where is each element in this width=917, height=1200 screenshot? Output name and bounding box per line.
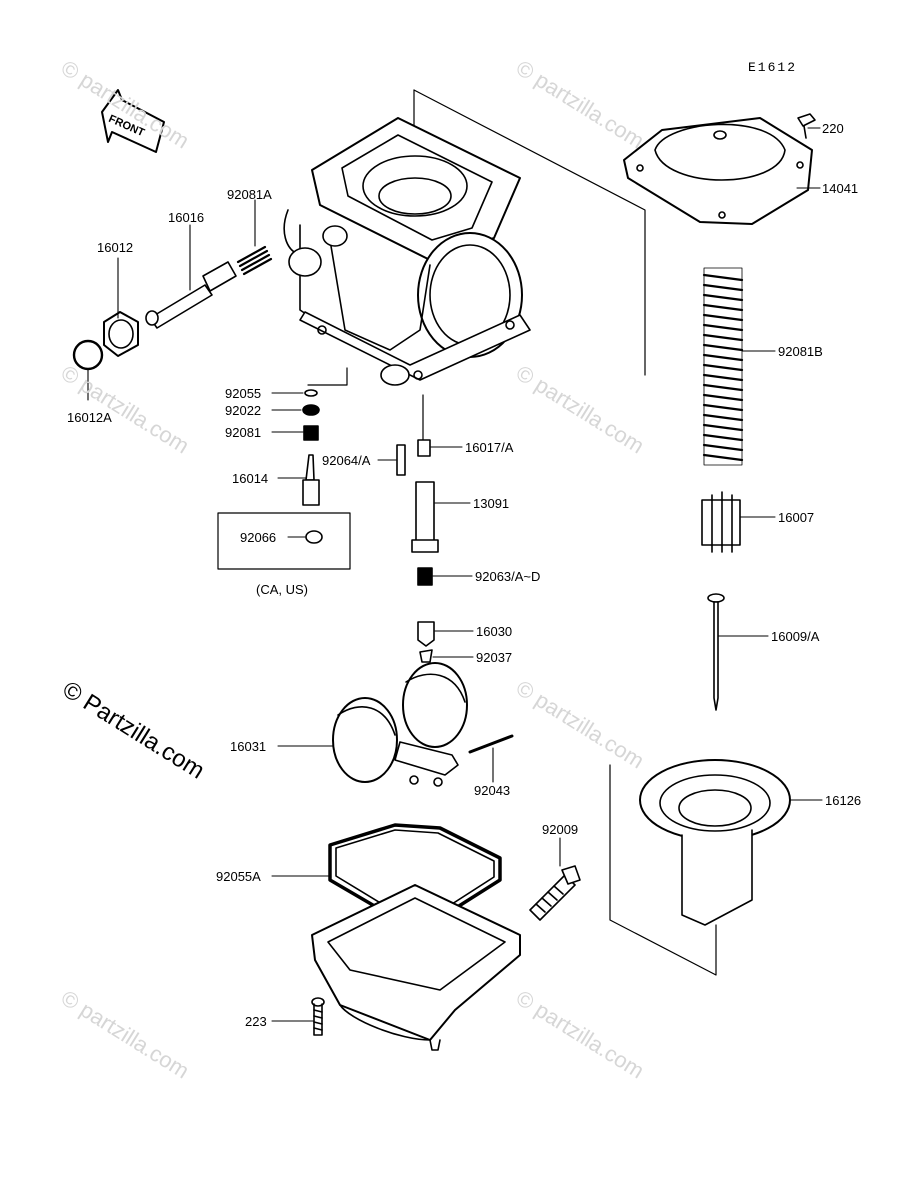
needle-jet-part	[396, 439, 439, 663]
part-label-92064a: 92064/A	[322, 453, 371, 468]
gasket-part	[328, 823, 502, 920]
spring-part	[702, 267, 744, 466]
part-label-16030: 16030	[476, 624, 513, 639]
part-label-16012a: 16012A	[67, 410, 112, 425]
small-spring-part	[236, 245, 273, 276]
part-label-16017a: 16017/A	[465, 440, 514, 455]
part-label-92037: 92037	[476, 650, 513, 665]
jet-needle-part	[707, 593, 725, 711]
part-label-16031: 16031	[230, 739, 267, 754]
part-label-13091: 13091	[473, 496, 510, 511]
part-label-14041: 14041	[822, 181, 859, 196]
figure-id: E1612	[748, 60, 798, 75]
screw-220-part	[797, 113, 816, 139]
part-label-16007: 16007	[778, 510, 815, 525]
part-label-92081: 92081	[225, 425, 262, 440]
part-label-16012: 16012	[97, 240, 134, 255]
leader-lines	[87, 127, 823, 1022]
screw-223-part	[311, 997, 325, 1036]
part-label-92043: 92043	[474, 783, 511, 798]
region-note: (CA, US)	[256, 582, 308, 597]
pilot-screw-part	[145, 261, 237, 329]
part-label-16016: 16016	[168, 210, 205, 225]
part-label-92022: 92022	[225, 403, 262, 418]
washer-part	[302, 389, 323, 544]
part-label-92009: 92009	[542, 822, 579, 837]
drain-screw-part	[529, 865, 581, 921]
part-label-16009a: 16009/A	[771, 629, 820, 644]
region-note-box	[217, 512, 351, 570]
part-label-92081b: 92081B	[778, 344, 823, 359]
cap-part	[72, 311, 139, 371]
float-pin-part	[468, 734, 514, 754]
needle-holder-part	[701, 491, 741, 553]
part-label-92055a: 92055A	[216, 869, 261, 884]
diaphragm-piston-part	[639, 759, 791, 926]
part-label-16126: 16126	[825, 793, 862, 808]
top-cover-part	[623, 117, 813, 225]
float-bowl-part	[311, 884, 521, 1051]
part-label-223: 223	[245, 1014, 267, 1029]
part-label-92081a: 92081A	[227, 187, 272, 202]
part-label-92055: 92055	[225, 386, 262, 401]
carburetor-body	[283, 117, 531, 386]
assembly-lines	[307, 89, 717, 976]
front-arrow-icon	[101, 89, 165, 153]
part-label-92066: 92066	[240, 530, 277, 545]
part-label-220: 220	[822, 121, 844, 136]
part-label-92063: 92063/A~D	[475, 569, 541, 584]
part-label-16014: 16014	[232, 471, 269, 486]
float-part	[332, 662, 468, 787]
